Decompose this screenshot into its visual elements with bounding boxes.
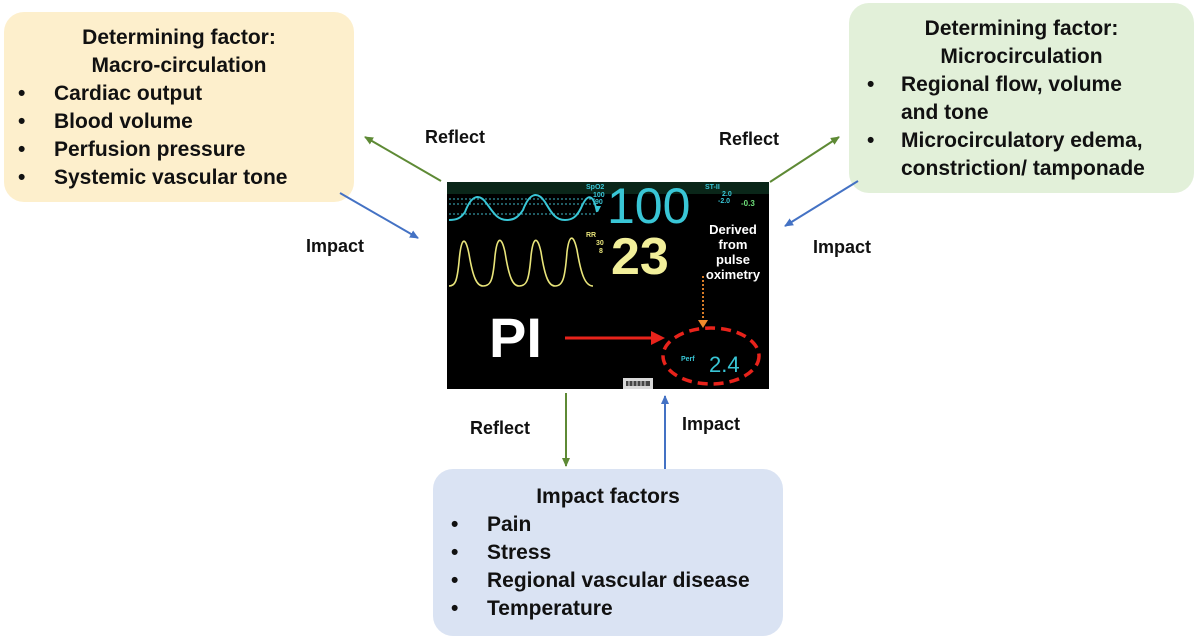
macro-item-systemic-vascular-tone: Systemic vascular tone xyxy=(4,164,354,192)
pi-label: PI xyxy=(489,306,542,369)
macro-item-cardiac-output: Cardiac output xyxy=(4,80,354,108)
st-current: -0.3 xyxy=(741,199,755,208)
micro-item-edema-line1: Microcirculatory edema, xyxy=(901,129,1143,152)
rr-label: RR xyxy=(586,232,597,239)
impact-label-right: Impact xyxy=(813,237,872,257)
derived-note: Derived from pulse oximetry xyxy=(698,222,768,282)
impact-item-stress: Stress xyxy=(433,539,783,567)
reflect-label-bottom: Reflect xyxy=(470,418,531,438)
impact-factors-title: Impact factors xyxy=(536,485,680,508)
micro-item-edema: Microcirculatory edema, constriction/ ta… xyxy=(849,127,1194,183)
derived-line4: oximetry xyxy=(705,267,761,282)
spo2-limit-high: 100 xyxy=(593,192,605,199)
rr-waveform xyxy=(448,237,594,287)
impact-item-regional-vascular-disease: Regional vascular disease xyxy=(433,567,783,595)
micro-item-regional-flow: Regional flow, volume and tone xyxy=(849,71,1194,127)
impact-label-bottom: Impact xyxy=(682,414,741,434)
micro-title-line1: Determining factor: xyxy=(924,17,1119,40)
impact-arrow-left xyxy=(339,192,419,239)
st-label: ST-II xyxy=(705,184,720,191)
spo2-waveform xyxy=(448,194,598,222)
derived-line1: Derived xyxy=(709,222,757,237)
micro-item-regional-flow-line2: and tone xyxy=(901,101,989,124)
rr-limit-low: 8 xyxy=(599,248,603,255)
impact-factors-box: Impact factors Pain Stress Regional vasc… xyxy=(433,469,783,636)
derived-line3: pulse xyxy=(716,252,750,267)
macro-item-blood-volume: Blood volume xyxy=(4,108,354,136)
macro-title-line2: Macro-circulation xyxy=(91,54,267,77)
impact-label-left: Impact xyxy=(306,236,365,256)
impact-item-pain: Pain xyxy=(433,511,783,539)
micro-item-edema-line2: constriction/ tamponade xyxy=(901,157,1145,180)
reflect-label-left: Reflect xyxy=(425,127,486,147)
perf-value: 2.4 xyxy=(709,352,740,377)
microcirculation-box: Determining factor: Microcirculation Reg… xyxy=(849,3,1194,193)
impact-item-temperature: Temperature xyxy=(433,595,783,623)
perf-label: Perf xyxy=(681,356,695,363)
reflect-arrow-left xyxy=(364,136,442,182)
macro-item-perfusion-pressure: Perfusion pressure xyxy=(4,136,354,164)
micro-title-line2: Microcirculation xyxy=(940,45,1103,68)
derived-line2: from xyxy=(718,237,748,252)
reflect-arrow-right xyxy=(769,136,840,183)
rr-limit-high: 30 xyxy=(596,240,604,247)
spo2-label: SpO2 xyxy=(586,184,605,191)
reflect-label-right: Reflect xyxy=(719,129,780,149)
rr-value: 23 xyxy=(611,228,669,286)
macro-circulation-box: Determining factor: Macro-circulation Ca… xyxy=(4,12,354,202)
micro-factor-list: Regional flow, volume and tone Microcirc… xyxy=(849,71,1194,183)
spo2-limit-low: 90 xyxy=(595,199,603,206)
patient-monitor-screen: SpO2 100 90 100 RR 30 8 23 ST-II 2.0 -2.… xyxy=(447,182,769,389)
st-limit-low: -2.0 xyxy=(718,198,731,205)
monitor-waveforms xyxy=(447,182,769,389)
impact-arrow-right xyxy=(784,180,859,227)
macro-factor-list: Cardiac output Blood volume Perfusion pr… xyxy=(4,80,354,192)
spo2-value: 100 xyxy=(607,182,691,234)
st-limit-high: 2.0 xyxy=(722,191,732,198)
micro-item-regional-flow-line1: Regional flow, volume xyxy=(901,73,1122,96)
macro-title-line1: Determining factor: xyxy=(82,26,276,49)
impact-factor-list: Pain Stress Regional vascular disease Te… xyxy=(433,511,783,623)
